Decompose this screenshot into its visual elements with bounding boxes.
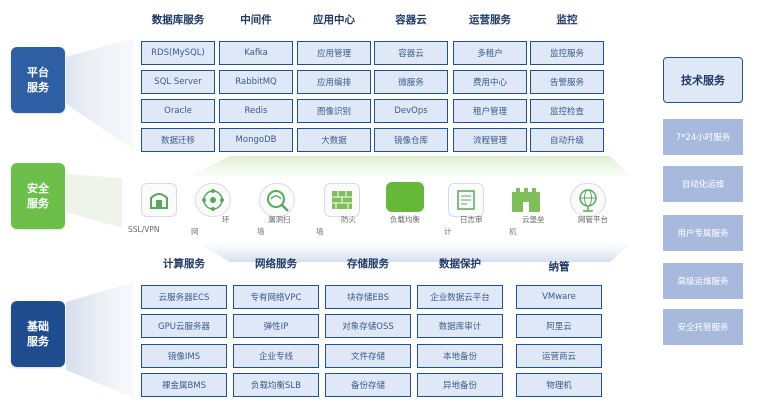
log-audit-icon [448,183,484,217]
infra-service-badge: 基础服务 [11,301,65,367]
infra-cell: 数据库审计 [417,314,503,338]
infra-cell: 本地备份 [417,344,503,368]
infra-cell: 裸金属BMS [141,373,227,397]
ssl-vpn-icon [141,183,177,217]
platform-cell: 监控检查 [530,99,604,123]
cloud-bastion-label: 云堡垒 [522,215,545,224]
tech-service-item: 高级运维服务 [663,263,743,299]
infra-cell: 弹性IP [233,314,319,338]
platform-cell: 数据迁移 [141,128,215,152]
platform-cell: 容器云 [374,41,448,65]
log-audit-label: 日志审 [460,215,483,224]
vuln-scan-label: 漏洞扫 [268,215,291,224]
infra-cell: GPU云服务器 [141,314,227,338]
wall-fragment-1: 墙 [257,227,265,236]
infra-header: 纳管 [548,261,570,273]
platform-cell: 自动升级 [530,128,604,152]
platform-cell: 应用管理 [297,41,371,65]
load-balancer-icon [386,182,424,212]
platform-header: 容器云 [395,14,427,26]
infra-cell: 阿里云 [516,314,602,338]
ssl-vpn-label: SSL/VPN [128,225,160,234]
platform-cell: 流程管理 [453,128,527,152]
audit-fragment: 计 [444,227,452,236]
platform-funnel [66,38,134,150]
security-service-badge: 安全服务 [11,163,65,229]
infra-cell: 运营商云 [516,344,602,368]
infra-funnel-top [200,244,630,262]
infra-cell: 镜像IMS [141,344,227,368]
security-badge-label: 安全服务 [27,182,49,210]
machine-fragment: 机 [509,227,517,236]
platform-cell: 应用编排 [297,70,371,94]
network-fragment: 网 [191,227,199,236]
platform-cell: 费用中心 [453,70,527,94]
platform-header: 中间件 [240,14,272,26]
infra-cell: 负载均衡SLB [233,373,319,397]
firewall-icon [324,183,360,217]
infra-cell: 专有网络VPC [233,285,319,309]
platform-cell: RabbitMQ [219,70,293,94]
infra-header: 数据保护 [439,258,481,270]
platform-header: 数据库服务 [151,14,205,26]
tech-service-item: 7*24小时服务 [663,119,743,155]
platform-cell: 大数据 [297,128,371,152]
tech-services-title: 技术服务 [663,57,743,103]
platform-cell: 告警服务 [530,70,604,94]
platform-cell: SQL Server [141,70,215,94]
wall-fragment-2: 墙 [316,227,324,236]
infra-cell: 文件存储 [325,344,411,368]
network-ring-icon [195,183,231,217]
infra-cell: 对象存储OSS [325,314,411,338]
infra-badge-label: 基础服务 [27,320,49,348]
infra-header: 存储服务 [347,258,389,270]
infra-cell: 物理机 [516,373,602,397]
security-funnel-top [190,156,630,176]
infra-cell: 块存储EBS [325,285,411,309]
platform-cell: 多租户 [453,41,527,65]
tech-service-item: 自动化运维 [663,166,743,202]
infra-cell: 企业专线 [233,344,319,368]
infra-cell: VMware [516,285,602,309]
network-mgmt-label: 网管平台 [578,215,608,224]
cloud-bastion-icon [508,181,544,215]
infra-cell: 云服务器ECS [141,285,227,309]
platform-badge-label: 平台服务 [27,66,49,94]
infra-cell: 备份存储 [325,373,411,397]
platform-cell: MongoDB [219,128,293,152]
platform-header: 应用中心 [313,14,355,26]
infra-header: 网络服务 [255,258,297,270]
platform-header: 监控 [556,14,578,26]
tech-service-item: 安全托管服务 [663,309,743,345]
platform-cell: DevOps [374,99,448,123]
platform-cell: 镜像仓库 [374,128,448,152]
platform-cell: 监控服务 [530,41,604,65]
platform-cell: 图像识别 [297,99,371,123]
platform-cell: Redis [219,99,293,123]
platform-cell: 租户管理 [453,99,527,123]
infra-header: 计算服务 [163,258,205,270]
load-balancer-label: 负载均衡 [390,215,420,224]
infra-cell: 企业数据云平台 [417,285,503,309]
infra-cell: 异地备份 [417,373,503,397]
network-mgmt-icon [570,183,606,217]
tech-service-item: 用户专属服务 [663,215,743,251]
firewall-label: 防火 [341,215,356,224]
platform-cell: RDS(MySQL) [141,41,215,65]
infra-funnel-left [66,282,134,398]
platform-cell: Kafka [219,41,293,65]
security-funnel-left [66,174,122,228]
vuln-scan-icon [259,183,295,217]
platform-cell: Oracle [141,99,215,123]
platform-header: 运营服务 [469,14,511,26]
platform-service-badge: 平台服务 [11,47,65,113]
platform-cell: 微服务 [374,70,448,94]
ring-label: 环 [222,215,230,224]
